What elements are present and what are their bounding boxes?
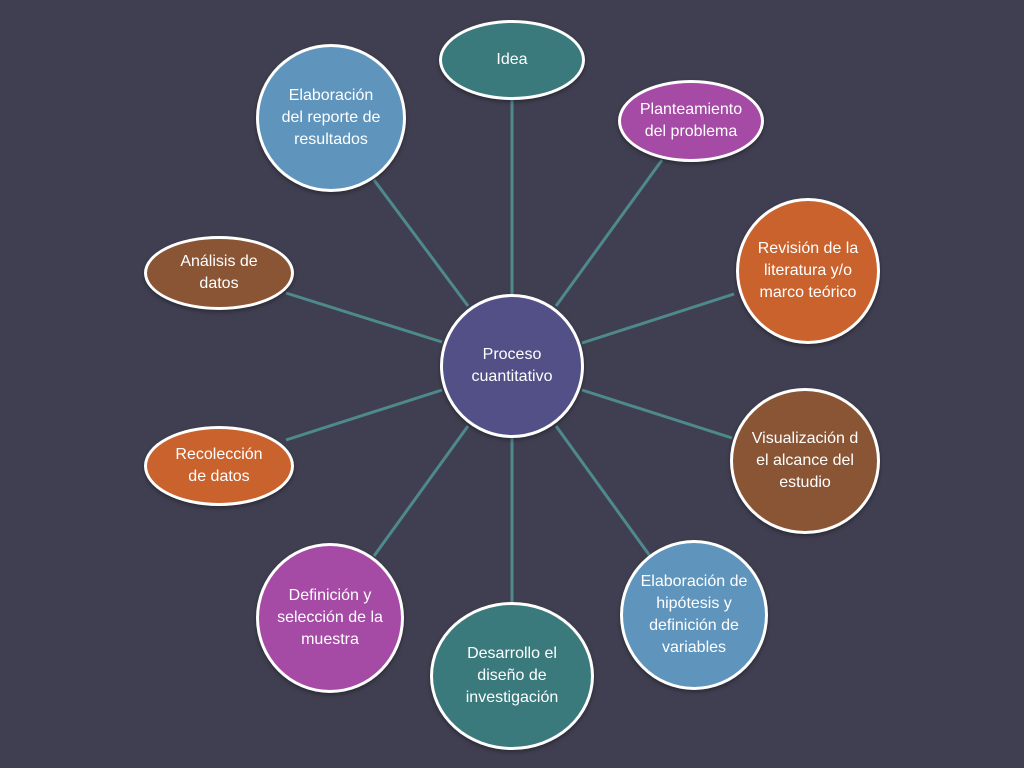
connector-visualizacion (581, 388, 733, 440)
node-reporte-label: Elaboración del reporte de resultados (281, 87, 381, 148)
node-hipotesis-variables[interactable]: Elaboración de hipótesis y definición de… (620, 540, 768, 690)
center-node-proceso-cuantitativo[interactable]: Proceso cuantitativo (440, 294, 584, 438)
node-diseno-investigacion[interactable]: Desarrollo el diseño de investigación (430, 602, 594, 750)
node-visualizacion-label: Visualización del alcance del estudio (751, 430, 859, 491)
node-revision-label: Revisión de la literatura y/o marco teór… (757, 240, 859, 301)
node-recoleccion-label: Recolección de datos (175, 446, 263, 485)
node-planteamiento[interactable]: Planteamiento del problema (618, 80, 764, 162)
connector-planteamiento (554, 159, 664, 307)
node-revision-literatura[interactable]: Revisión de la literatura y/o marco teór… (736, 198, 880, 344)
node-hipotesis-label: Elaboración de hipótesis y definición de… (640, 573, 748, 656)
connector-hipotesis (554, 425, 652, 557)
node-analisis-label: Análisis de datos (180, 253, 258, 292)
node-elaboracion-reporte[interactable]: Elaboración del reporte de resultados (256, 44, 406, 192)
node-idea[interactable]: Idea (439, 20, 585, 100)
node-recoleccion-datos[interactable]: Recolección de datos (144, 426, 294, 506)
node-analisis-datos[interactable]: Análisis de datos (144, 236, 294, 310)
node-definicion-muestra[interactable]: Definición y selección de la muestra (256, 543, 404, 693)
node-visualizacion-alcance[interactable]: Visualización del alcance del estudio (730, 388, 880, 534)
node-planteamiento-label: Planteamiento del problema (639, 101, 743, 140)
center-node-label: Proceso cuantitativo (471, 346, 553, 385)
connector-muestra (372, 425, 470, 557)
connector-reporte (372, 179, 470, 307)
connector-recoleccion (285, 388, 443, 442)
connector-analisis (285, 291, 443, 344)
node-muestra-label: Definición y selección de la muestra (277, 587, 383, 648)
node-diseno-label: Desarrollo el diseño de investigación (465, 645, 559, 706)
connector-revision (581, 292, 735, 345)
node-idea-label: Idea (496, 51, 528, 68)
